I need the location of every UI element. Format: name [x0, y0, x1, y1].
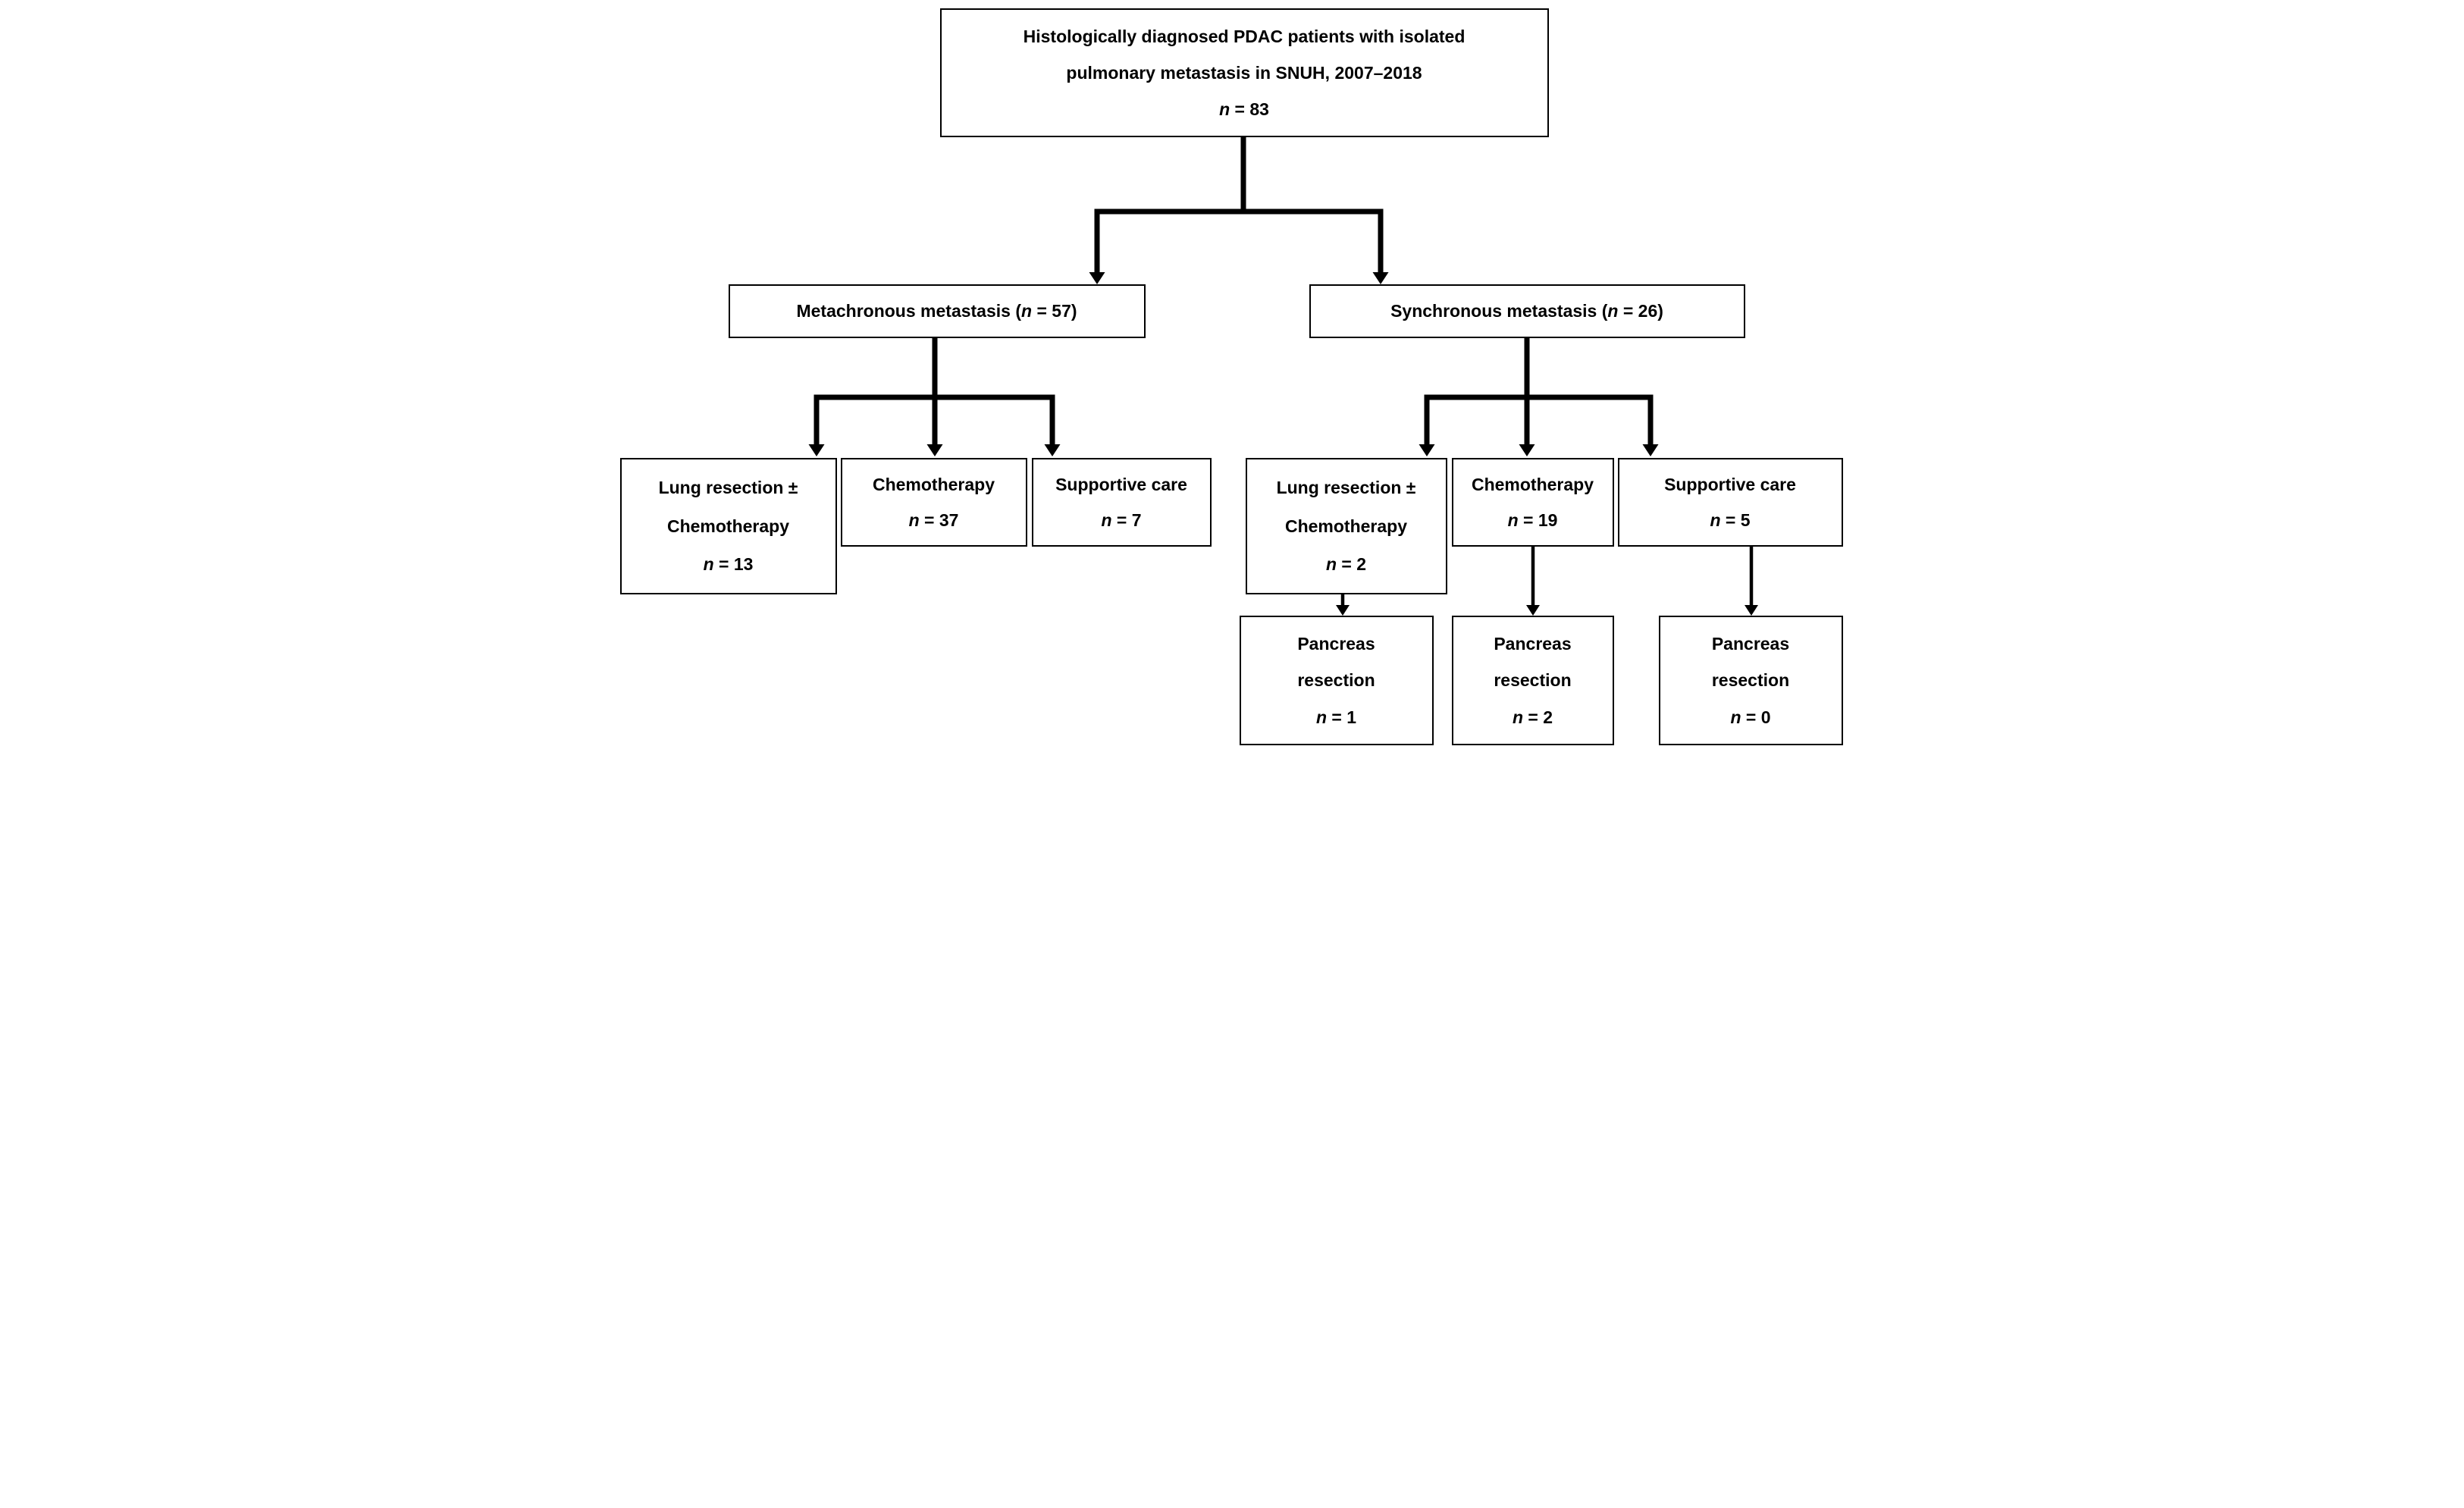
node-text-line: Metachronous metastasis (n = 57)	[796, 301, 1077, 321]
node-text-line: Pancreas	[1297, 633, 1375, 654]
n-count: n = 0	[1730, 707, 1770, 727]
n-count: n = 83	[1219, 99, 1269, 119]
n-symbol: n	[1512, 707, 1524, 727]
n-value: = 2	[1523, 707, 1553, 727]
node-text-line: resection	[1711, 670, 1790, 691]
n-count: n = 19	[1508, 510, 1558, 530]
node-sync-lung-resection: Lung resection ± Chemotherapy n = 2	[1245, 458, 1447, 594]
n-value: = 7	[1111, 509, 1142, 530]
n-count: n = 7	[1101, 510, 1141, 530]
node-text-line: Supportive care	[1055, 475, 1187, 495]
node-text-line: Lung resection ±	[658, 478, 798, 498]
n-value: = 0	[1741, 707, 1771, 727]
node-label-prefix: Synchronous metastasis (	[1390, 301, 1608, 321]
flowchart-connectors	[808, 134, 1758, 616]
node-text-line: Lung resection ±	[1276, 478, 1416, 498]
n-symbol: n	[1315, 707, 1328, 727]
node-label-prefix: Metachronous metastasis (	[796, 301, 1021, 321]
n-symbol: n	[1101, 509, 1112, 530]
node-meta-lung-resection: Lung resection ± Chemotherapy n = 13	[619, 458, 837, 594]
n-count: n = 5	[1710, 510, 1750, 530]
node-sync-chemotherapy: Chemotherapy n = 19	[1451, 458, 1614, 547]
node-text-line: Chemotherapy	[872, 475, 995, 495]
n-value: = 19	[1518, 509, 1558, 530]
node-label-suffix: = 57)	[1032, 301, 1077, 321]
node-label-suffix: = 26)	[1618, 301, 1663, 321]
n-count: n = 37	[909, 510, 959, 530]
n-symbol: n	[1325, 554, 1337, 575]
node-text-line: Pancreas	[1711, 633, 1790, 654]
n-symbol: n	[1710, 509, 1721, 530]
n-count: n = 2	[1326, 554, 1366, 574]
n-count: n = 1	[1316, 707, 1356, 727]
node-text-line: Chemotherapy	[1284, 516, 1408, 536]
node-text-line: Pancreas	[1494, 633, 1572, 654]
node-text-line: Chemotherapy	[666, 516, 790, 536]
node-text-line: Supportive care	[1664, 475, 1796, 495]
n-count: n = 13	[704, 554, 754, 574]
n-value: = 83	[1230, 99, 1269, 119]
n-symbol: n	[1730, 707, 1741, 727]
node-pancreas-resection-after-support: Pancreas resection n = 0	[1658, 616, 1843, 745]
n-value: = 1	[1327, 707, 1357, 727]
n-symbol: n	[908, 509, 920, 530]
n-symbol: n	[703, 554, 714, 575]
node-text-line: resection	[1297, 670, 1375, 691]
node-meta-supportive-care: Supportive care n = 7	[1031, 458, 1212, 547]
n-value: = 13	[713, 554, 754, 575]
n-symbol: n	[1607, 301, 1619, 321]
node-text-line: Histologically diagnosed PDAC patients w…	[1023, 26, 1466, 46]
n-symbol: n	[1507, 509, 1519, 530]
n-count: n = 2	[1513, 707, 1553, 727]
node-text-line: Synchronous metastasis (n = 26)	[1390, 301, 1663, 321]
node-meta-chemotherapy: Chemotherapy n = 37	[840, 458, 1027, 547]
node-text-line: pulmonary metastasis in SNUH, 2007–2018	[1066, 62, 1422, 83]
n-value: = 37	[919, 509, 959, 530]
node-root: Histologically diagnosed PDAC patients w…	[939, 8, 1549, 137]
node-synchronous-metastasis: Synchronous metastasis (n = 26)	[1309, 284, 1745, 338]
n-symbol: n	[1021, 301, 1033, 321]
node-text-line: Chemotherapy	[1471, 475, 1594, 495]
node-sync-supportive-care: Supportive care n = 5	[1617, 458, 1843, 547]
flowchart-figure: Histologically diagnosed PDAC patients w…	[616, 0, 1848, 754]
n-value: = 5	[1720, 509, 1751, 530]
n-value: = 2	[1337, 554, 1367, 575]
node-pancreas-resection-after-chemo: Pancreas resection n = 2	[1451, 616, 1614, 745]
node-pancreas-resection-after-lung: Pancreas resection n = 1	[1239, 616, 1434, 745]
node-text-line: resection	[1494, 670, 1572, 691]
n-symbol: n	[1219, 99, 1230, 119]
node-metachronous-metastasis: Metachronous metastasis (n = 57)	[728, 284, 1146, 338]
